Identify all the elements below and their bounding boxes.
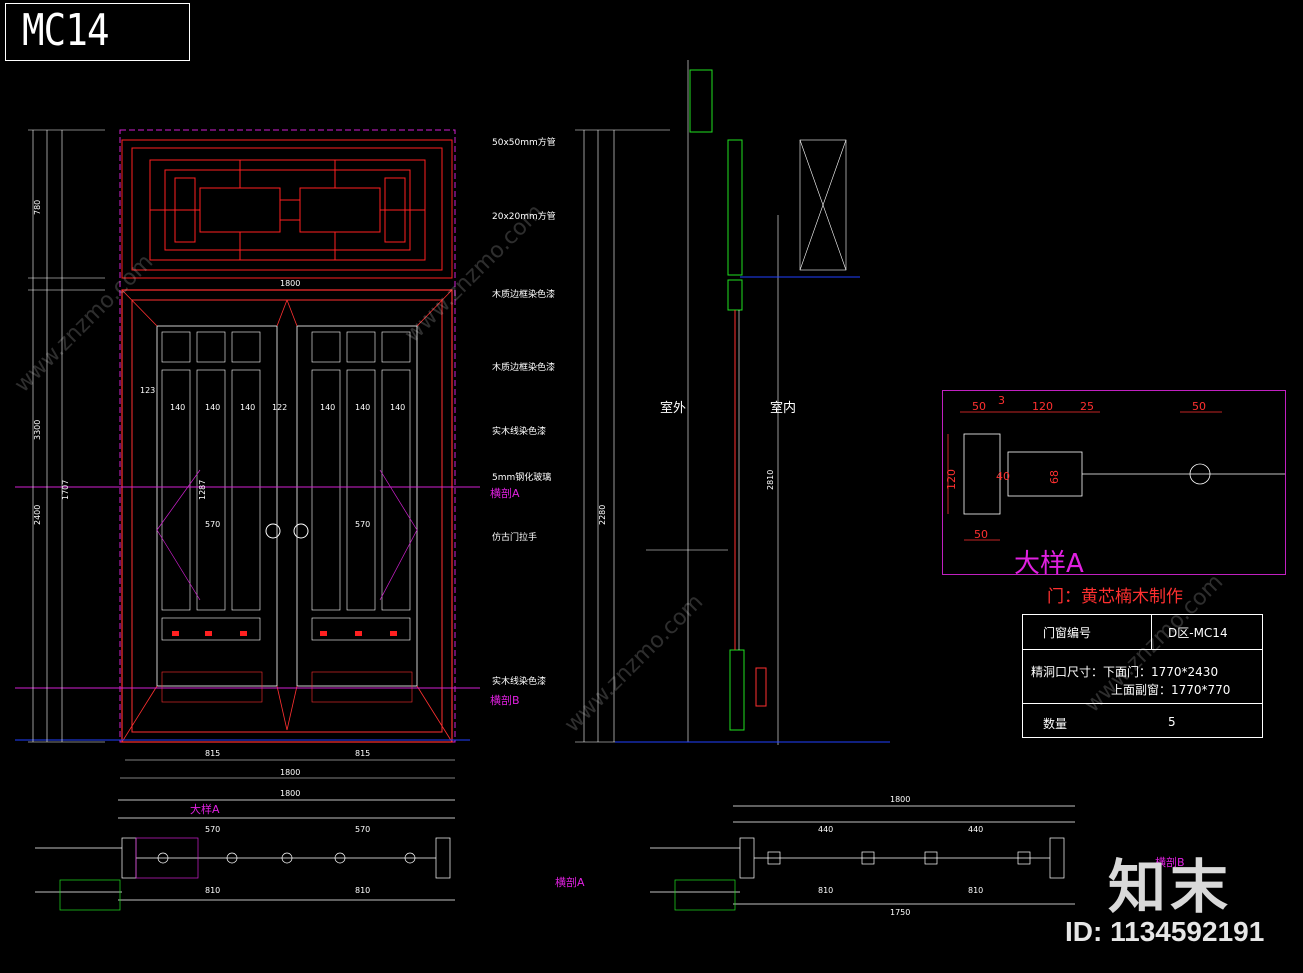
detail-a-title: 大样A	[1014, 549, 1084, 579]
dim-col-123: 123	[140, 386, 155, 395]
label-solid-wood-1: 实木线染色漆	[492, 425, 546, 437]
detail-dim-120v: 120	[945, 469, 958, 490]
dim-gap-122: 122	[272, 403, 287, 412]
detail-dim-50c: 50	[974, 528, 988, 541]
title-frame	[5, 3, 190, 61]
dim-upper: 780	[33, 200, 42, 215]
material-note: 门：黄芯楠木制作	[1047, 587, 1183, 607]
plan-section-b-label: 横剖B	[1155, 855, 1185, 869]
dim-col-140f: 140	[390, 403, 405, 412]
label-tube50: 50x50mm方管	[492, 136, 556, 148]
code-value: D区-MC14	[1168, 626, 1228, 640]
plan-a-810b: 810	[355, 886, 370, 895]
label-wood-frame-2: 木质边框染色漆	[492, 361, 555, 373]
code-label: 门窗编号	[1043, 626, 1092, 640]
qty-value: 5	[1168, 715, 1176, 729]
plan-b-810b: 810	[968, 886, 983, 895]
plan-a-570b: 570	[355, 825, 370, 834]
dim-col-140a: 140	[170, 403, 185, 412]
door-schedule-table: 门窗编号 D区-MC14 精洞口尺寸： 下面门：1770*2430 上面副窗：1…	[1022, 614, 1263, 738]
detail-a-frame	[942, 390, 1286, 575]
side-section	[575, 60, 890, 745]
table-col-divider	[1151, 615, 1152, 649]
plan-section-a-label: 横剖A	[555, 875, 585, 889]
front-elevation	[15, 129, 480, 779]
detail-dim-68: 68	[1048, 470, 1061, 484]
detail-dim-50a: 50	[972, 400, 986, 413]
plan-b-440a: 440	[818, 825, 833, 834]
detail-dim-50b: 50	[1192, 400, 1206, 413]
dim-leaf-left: 815	[205, 749, 220, 758]
plan-a-1800: 1800	[280, 789, 300, 798]
qty-label: 数量	[1043, 717, 1068, 731]
size-label: 精洞口尺寸：	[1031, 665, 1104, 679]
plan-b-1750: 1750	[890, 908, 910, 917]
label-interior: 室内	[770, 400, 796, 416]
label-tube20: 20x20mm方管	[492, 210, 556, 222]
dim-2280: 2280	[598, 505, 607, 525]
dim-col-140c: 140	[240, 403, 255, 412]
dim-total-height: 3300	[33, 420, 42, 440]
dim-leaf-right: 815	[355, 749, 370, 758]
table-divider	[1023, 703, 1262, 704]
dim-col-140b: 140	[205, 403, 220, 412]
drawing-title: MC14	[22, 5, 110, 56]
watermark-logo: 知末	[1108, 853, 1233, 921]
label-glass: 5mm钢化玻璃	[492, 471, 551, 483]
dim-glass-right: 570	[355, 520, 370, 529]
plan-section-b	[650, 805, 1075, 911]
table-divider	[1023, 649, 1262, 650]
plan-b-810a: 810	[818, 886, 833, 895]
plan-a-570a: 570	[205, 825, 220, 834]
label-section-b: 横剖B	[490, 693, 520, 707]
size-lower: 下面门：1770*2430	[1103, 665, 1219, 679]
detail-dim-3: 3	[998, 394, 1005, 407]
plan-a-810a: 810	[205, 886, 220, 895]
detail-dim-25: 25	[1080, 400, 1094, 413]
dim-lower: 2400	[33, 505, 42, 525]
plan-b-1800: 1800	[890, 795, 910, 804]
plan-detail-a-ref: 大样A	[190, 802, 220, 816]
detail-dim-40: 40	[996, 470, 1010, 483]
dim-1287: 1287	[198, 480, 207, 500]
label-section-a: 横剖A	[490, 486, 520, 500]
detail-a-drawing	[947, 411, 1285, 541]
dim-col-140e: 140	[355, 403, 370, 412]
plan-b-440b: 440	[968, 825, 983, 834]
plan-section-a	[35, 799, 455, 911]
label-handle: 仿古门拉手	[492, 531, 537, 543]
label-exterior: 室外	[660, 400, 686, 416]
label-wood-frame-1: 木质边框染色漆	[492, 288, 555, 300]
dim-1707: 1707	[61, 480, 70, 500]
size-upper: 上面副窗：1770*770	[1111, 683, 1231, 697]
dim-width-1800: 1800	[280, 768, 300, 777]
dim-col-140d: 140	[320, 403, 335, 412]
label-solid-wood-2: 实木线染色漆	[492, 675, 546, 687]
dim-width-top: 1800	[280, 279, 300, 288]
dim-glass-left: 570	[205, 520, 220, 529]
watermark-id: ID: 1134592191	[1065, 916, 1265, 947]
detail-dim-120: 120	[1032, 400, 1053, 413]
dim-2810: 2810	[766, 470, 775, 490]
